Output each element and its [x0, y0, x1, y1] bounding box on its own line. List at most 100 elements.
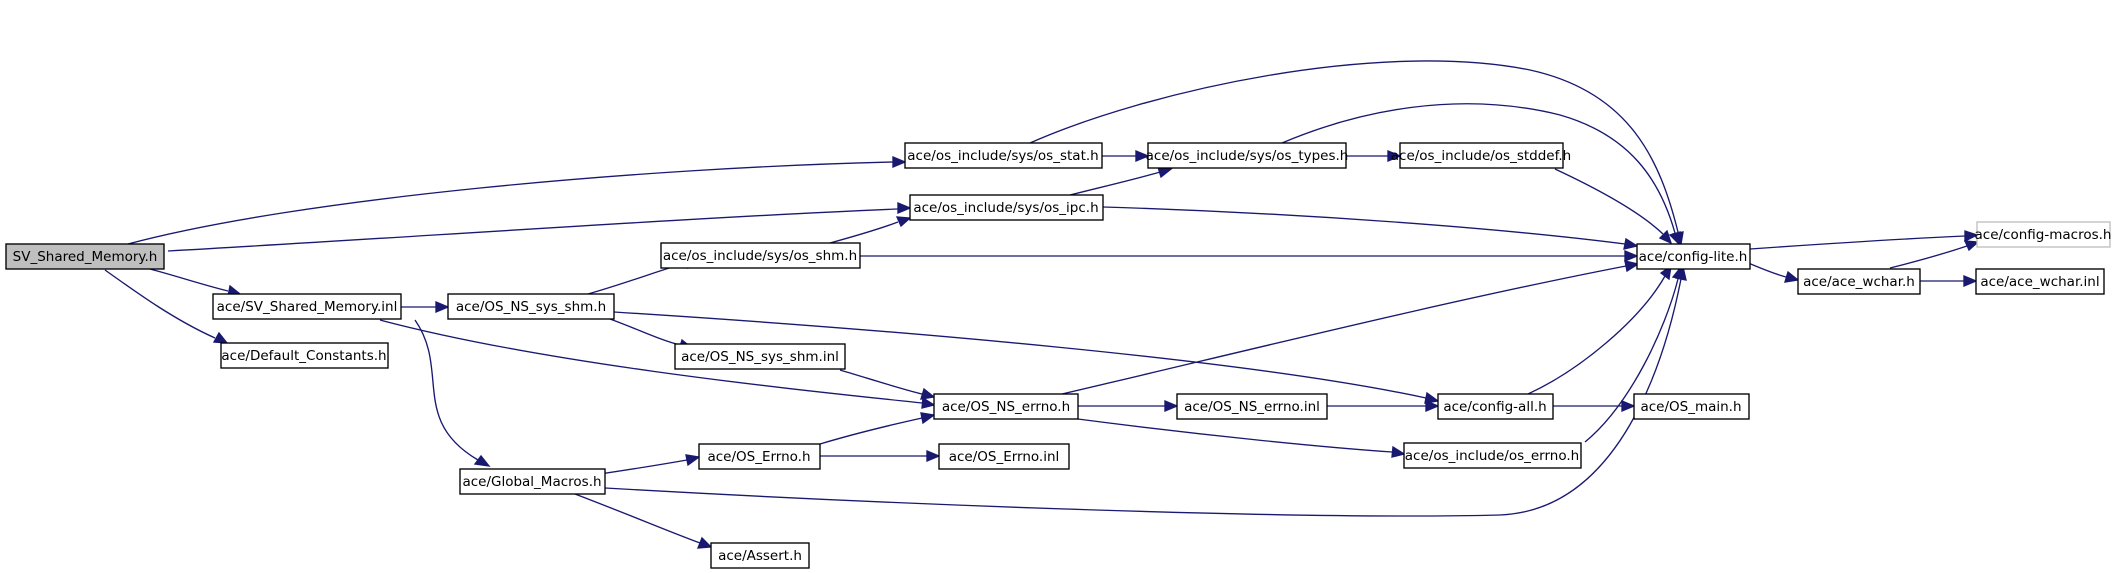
edge-sv-inl-to-global-macros — [414, 319, 479, 461]
node-global-macros[interactable]: ace/Global_Macros.h — [459, 468, 606, 495]
node-config-all[interactable]: ace/config-all.h — [1437, 393, 1554, 420]
node-label: ace/OS_Errno.h — [707, 449, 810, 465]
node-label: ace/SV_Shared_Memory.inl — [217, 299, 398, 315]
node-label: ace/OS_NS_errno.h — [942, 399, 1070, 415]
node-label: ace/config-macros.h — [1975, 227, 2112, 243]
node-ace-wchar-inl[interactable]: ace/ace_wchar.inl — [1975, 268, 2105, 295]
edge-os-shm-to-os-ipc — [829, 221, 899, 244]
node-label: ace/os_include/os_errno.h — [1405, 448, 1579, 464]
edge-arrowhead — [1668, 231, 1681, 246]
node-label: ace/OS_NS_sys_shm.h — [456, 299, 606, 315]
node-ace-os-errno-inl[interactable]: ace/OS_Errno.inl — [938, 443, 1070, 470]
edge-config-lite-to-config-macros — [1749, 235, 1966, 250]
node-label: ace/Global_Macros.h — [462, 474, 601, 490]
node-os-ns-sys-shm-inl[interactable]: ace/OS_NS_sys_shm.inl — [674, 343, 846, 370]
edge-arrowhead — [1964, 230, 1979, 243]
node-config-lite[interactable]: ace/config-lite.h — [1636, 243, 1751, 270]
node-default-constants[interactable]: ace/Default_Constants.h — [220, 342, 389, 369]
edge-os-ns-sys-shm-to-config-all — [613, 311, 1427, 399]
edge-os-stat-to-config-lite — [1029, 60, 1679, 233]
edge-arrowhead — [1425, 399, 1440, 413]
edge-arrowhead — [920, 387, 936, 400]
edge-arrowhead — [921, 396, 936, 409]
node-os-errno[interactable]: ace/os_include/os_errno.h — [1403, 442, 1582, 469]
edge-arrowhead — [892, 155, 907, 169]
edge-arrowhead — [435, 300, 450, 314]
edge-arrowhead — [1387, 149, 1402, 163]
edge-arrowhead — [1135, 149, 1150, 163]
node-label: ace/OS_Errno.inl — [949, 449, 1060, 465]
node-sv-shared-memory-h[interactable]: SV_Shared_Memory.h — [5, 243, 165, 270]
edge-os-ns-sys-shm-inl-to-errno — [839, 369, 923, 395]
node-label: ace/config-all.h — [1443, 399, 1546, 415]
node-label: ace/os_include/os_stddef.h — [1391, 148, 1571, 164]
node-label: ace/os_include/sys/os_ipc.h — [913, 200, 1098, 216]
node-os-ns-sys-shm[interactable]: ace/OS_NS_sys_shm.h — [447, 293, 615, 320]
node-assert[interactable]: ace/Assert.h — [710, 542, 810, 569]
edge-arrowhead — [1963, 274, 1978, 288]
node-os-stddef[interactable]: ace/os_include/os_stddef.h — [1391, 142, 1571, 169]
edge-arrowhead — [696, 536, 713, 549]
edge-arrowhead — [1424, 391, 1440, 404]
edge-os-errno-to-config-lite — [1584, 278, 1679, 443]
edge-arrowhead — [1963, 240, 1980, 252]
edge-os-ipc-to-os-types — [1069, 171, 1161, 196]
edge-arrowhead — [1621, 399, 1636, 413]
node-label: ace/os_include/sys/os_shm.h — [663, 248, 857, 264]
edge-arrowhead — [897, 201, 912, 215]
edge-sv-h-to-os-stat — [127, 161, 894, 245]
node-os-ipc[interactable]: ace/os_include/sys/os_ipc.h — [909, 194, 1104, 221]
node-os-types[interactable]: ace/os_include/sys/os_types.h — [1146, 142, 1349, 169]
node-os-main[interactable]: ace/OS_main.h — [1633, 393, 1750, 420]
edge-global-macros-to-assert — [574, 493, 701, 544]
node-os-ns-errno-inl[interactable]: ace/OS_NS_errno.inl — [1176, 393, 1328, 420]
edge-sv-h-to-os-ipc — [167, 208, 899, 252]
node-label: ace/os_include/sys/os_types.h — [1146, 148, 1349, 164]
edge-global-macros-to-ace-errno — [599, 459, 688, 475]
node-label: ace/config-lite.h — [1639, 249, 1748, 265]
node-label: ace/os_include/sys/os_stat.h — [907, 148, 1098, 164]
node-label: ace/ace_wchar.h — [1803, 274, 1915, 290]
edge-arrowhead — [1674, 265, 1687, 281]
edge-arrowhead — [1623, 237, 1639, 250]
node-os-ns-errno[interactable]: ace/OS_NS_errno.h — [933, 393, 1079, 420]
edge-arrowhead — [1784, 270, 1800, 283]
edge-sv-h-to-default-const — [104, 269, 216, 339]
edge-arrowhead — [473, 454, 491, 467]
edge-arrowhead — [1624, 260, 1640, 273]
node-label: ace/OS_NS_errno.inl — [1184, 399, 1320, 415]
edge-os-types-to-config-lite — [1281, 103, 1676, 234]
node-label: ace/Default_Constants.h — [221, 348, 386, 364]
edge-os-ns-errno-to-config-lite — [1061, 265, 1627, 395]
node-ace-os-errno[interactable]: ace/OS_Errno.h — [698, 443, 821, 470]
edge-ace-wchar-to-config-macros — [1889, 245, 1968, 269]
edge-os-ns-errno-to-os-errno — [1069, 417, 1393, 453]
graph-nodes: SV_Shared_Memory.h ace/SV_Shared_Memory.… — [5, 142, 2112, 569]
node-label: ace/OS_main.h — [1640, 399, 1741, 415]
node-label: ace/ace_wchar.inl — [1980, 274, 2099, 290]
edge-ace-errno-to-os-ns-errno — [819, 417, 923, 445]
edge-arrowhead — [926, 449, 941, 463]
node-ace-wchar[interactable]: ace/ace_wchar.h — [1797, 268, 1921, 295]
edge-arrowhead — [1391, 445, 1406, 458]
edge-sv-inl-to-os-ns-errno — [379, 319, 923, 404]
node-label: SV_Shared_Memory.h — [13, 249, 158, 265]
edge-arrowhead — [895, 216, 912, 228]
node-label: ace/OS_NS_sys_shm.inl — [681, 349, 839, 365]
edge-os-stddef-to-config-lite — [1554, 168, 1664, 235]
node-os-stat[interactable]: ace/os_include/sys/os_stat.h — [904, 142, 1103, 169]
edge-config-all-to-config-lite — [1527, 275, 1666, 395]
edge-sv-h-to-sv-inl — [149, 268, 229, 292]
edge-arrowhead — [212, 331, 229, 344]
edge-os-ns-sys-shm-to-inl — [609, 318, 681, 346]
edge-arrowhead — [1164, 399, 1179, 413]
node-config-macros[interactable]: ace/config-macros.h — [1975, 221, 2112, 248]
node-sv-shared-memory-inl[interactable]: ace/SV_Shared_Memory.inl — [212, 293, 402, 320]
edge-arrowhead — [685, 454, 701, 467]
edge-arrowhead — [1658, 229, 1673, 245]
node-os-shm[interactable]: ace/os_include/sys/os_shm.h — [660, 242, 861, 269]
edge-arrowhead — [1624, 249, 1639, 263]
edge-config-lite-to-ace-wchar — [1745, 261, 1787, 278]
edge-arrowhead — [920, 412, 936, 425]
edge-os-ipc-to-config-lite — [1102, 206, 1626, 245]
